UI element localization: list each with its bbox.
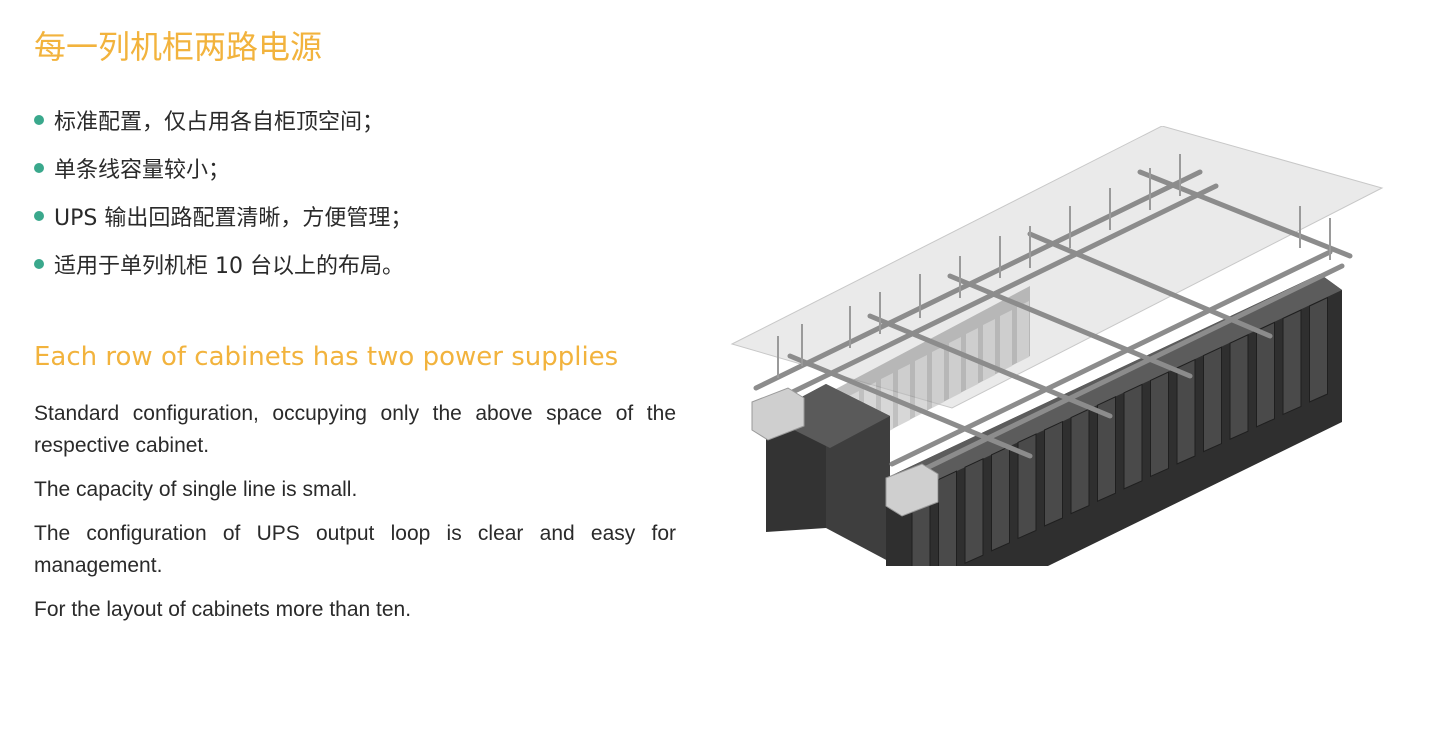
- cabinet-door: [898, 364, 910, 426]
- page-title-en: Each row of cabinets has two power suppl…: [34, 342, 619, 372]
- cabinet-door: [932, 346, 944, 408]
- list-item-text: 适用于单列机柜 10 台以上的布局。: [54, 254, 404, 279]
- front-cabinet-row: [886, 274, 1342, 589]
- list-item-text: 标准配置，仅占用各自柜顶空间；: [54, 110, 385, 135]
- junction-boxes: [751, 387, 939, 517]
- busway-rails: [753, 169, 1353, 481]
- description-block-en: Standard configuration, occupying only t…: [34, 398, 676, 638]
- cabinet-door: [1282, 309, 1302, 416]
- cabinet-door: [1017, 301, 1029, 363]
- list-item-text: 单条线容量较小；: [54, 158, 231, 183]
- list-item: 适用于单列机柜 10 台以上的布局。: [34, 240, 412, 288]
- cabinet-door: [1017, 433, 1037, 540]
- cabinet-power-diagram: [730, 125, 1384, 589]
- cabinet-door: [1150, 371, 1169, 478]
- cabinet-door: [1044, 420, 1063, 527]
- page-title-cn: 每一列机柜两路电源: [34, 28, 323, 66]
- cabinet-door: [1097, 396, 1116, 502]
- list-item: 标准配置，仅占用各自柜顶空间；: [34, 96, 412, 144]
- cabinet-door: [1123, 383, 1143, 490]
- bullet-dot-icon: [34, 211, 44, 221]
- cabinet-door: [1309, 296, 1328, 403]
- bullet-dot-icon: [34, 259, 44, 269]
- description-paragraph: The capacity of single line is small.: [34, 478, 358, 501]
- cabinet-door: [938, 470, 957, 577]
- rail-hangers: [777, 154, 1331, 378]
- bullet-dot-icon: [34, 163, 44, 173]
- feature-list-cn: 标准配置，仅占用各自柜顶空间； 单条线容量较小； UPS 输出回路配置清晰，方便…: [34, 96, 412, 288]
- cabinet-door: [1256, 321, 1275, 428]
- cabinet-door: [949, 337, 961, 399]
- cabinet-door: [1229, 334, 1249, 440]
- cabinet-rows-illustration: [730, 125, 1390, 589]
- cabinet-door: [1176, 358, 1196, 465]
- description-paragraph: The configuration of UPS output loop is …: [34, 522, 676, 577]
- description-paragraph: For the layout of cabinets more than ten…: [34, 598, 412, 621]
- cabinet-door: [964, 458, 984, 564]
- bullet-dot-icon: [34, 115, 44, 125]
- cabinet-door: [1000, 310, 1012, 372]
- list-item: 单条线容量较小；: [34, 144, 412, 192]
- list-item-text: UPS 输出回路配置清晰，方便管理；: [54, 206, 413, 231]
- cabinet-door: [915, 355, 927, 417]
- cabinet-door: [983, 319, 995, 381]
- cabinet-door: [991, 445, 1010, 552]
- list-item: UPS 输出回路配置清晰，方便管理；: [34, 192, 412, 240]
- cabinet-door: [1070, 408, 1090, 515]
- cabinet-door: [1203, 346, 1222, 453]
- description-paragraph: Standard configuration, occupying only t…: [34, 402, 676, 457]
